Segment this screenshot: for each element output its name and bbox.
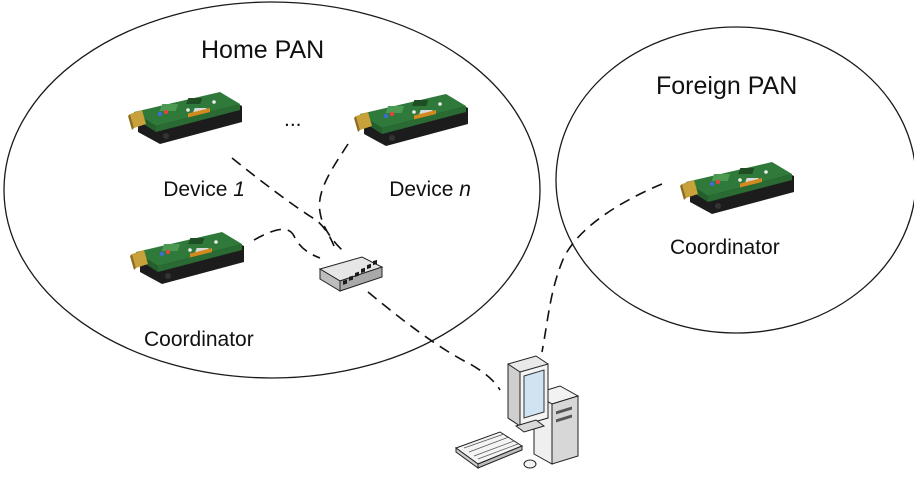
- device-1-label: Device 1: [134, 178, 262, 201]
- device-n-label-text: Device: [389, 178, 459, 201]
- device-n-label: Device n: [360, 178, 488, 201]
- foreign-pan-title: Foreign PAN: [656, 72, 797, 100]
- zigbee-board-icon: [130, 232, 244, 284]
- zigbee-board-icon: [680, 162, 794, 214]
- link-hub-to-computer: [367, 291, 501, 391]
- foreign-pan-boundary: [555, 26, 914, 334]
- zigbee-board-icon: [354, 94, 468, 146]
- device-n-index: n: [459, 178, 471, 201]
- zigbee-board-icon: [128, 92, 242, 144]
- link-device-1-to-hub: [231, 157, 335, 247]
- ellipsis-label: ...: [284, 108, 302, 131]
- foreign-coordinator-label: Coordinator: [670, 236, 780, 259]
- link-device-n-to-hub: [318, 143, 349, 251]
- desktop-computer-icon: [455, 355, 579, 469]
- link-coordinator-to-hub: [253, 228, 321, 259]
- device-1-label-text: Device: [163, 178, 233, 201]
- home-pan-boundary: [3, 1, 541, 379]
- home-coordinator-label: Coordinator: [144, 328, 254, 351]
- home-pan-title: Home PAN: [201, 36, 324, 64]
- network-switch-icon: [319, 256, 383, 292]
- device-1-index: 1: [233, 178, 245, 201]
- link-foreign-coordinator-to-computer: [541, 183, 663, 353]
